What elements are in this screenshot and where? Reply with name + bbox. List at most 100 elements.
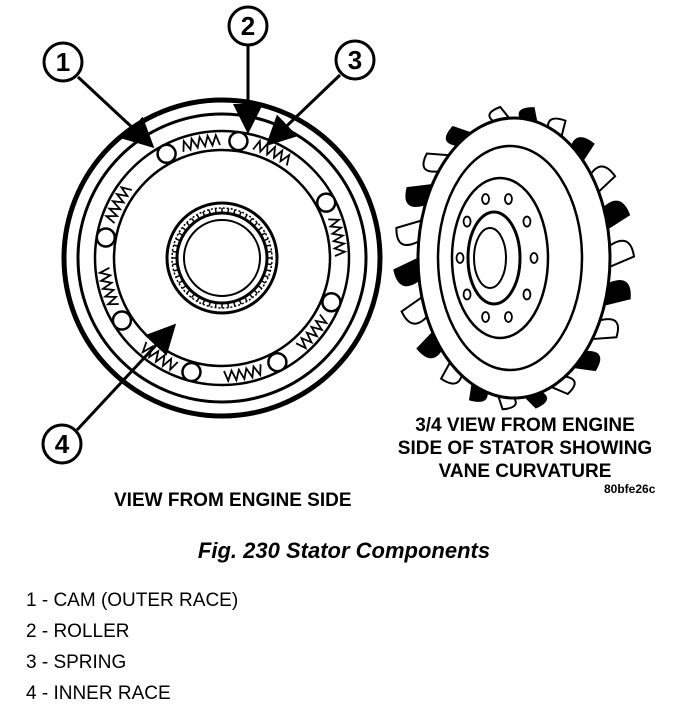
- view-right-caption-line: SIDE OF STATOR SHOWING: [397, 438, 653, 459]
- spline-tooth: [202, 211, 206, 217]
- spline-tooth: [260, 279, 266, 284]
- spline-tooth: [178, 279, 184, 284]
- callout-leader-line: [265, 73, 342, 147]
- callout-3: 3: [265, 39, 376, 147]
- cam-outer-race: [93, 129, 351, 387]
- bolt-hole: [481, 311, 490, 323]
- bolt-hole: [529, 252, 539, 264]
- spline-tooth: [208, 301, 212, 307]
- spline-tooth: [243, 296, 248, 302]
- callout-1: 1: [42, 41, 155, 149]
- view-right-caption: 3/4 VIEW FROM ENGINE SIDE OF STATOR SHOW…: [360, 414, 688, 483]
- legend-item: 1 - CAM (OUTER RACE): [26, 590, 239, 611]
- spring: [182, 132, 221, 152]
- legend: 1 - CAM (OUTER RACE) 2 - ROLLER 3 - SPRI…: [26, 585, 238, 709]
- vane: [393, 256, 424, 287]
- spline-tooth: [196, 214, 201, 220]
- spline-tooth: [238, 299, 242, 305]
- spline-tooth: [186, 222, 191, 227]
- springs: [97, 132, 348, 384]
- spline-tooth: [265, 244, 271, 248]
- legend-item: 3 - SPRING: [26, 652, 127, 673]
- spring: [295, 313, 329, 350]
- spring: [252, 138, 291, 166]
- view-right-caption-line: VANE CURVATURE: [438, 461, 612, 482]
- vane: [604, 239, 636, 270]
- spline-tooth: [248, 217, 254, 223]
- spline-tooth: [265, 268, 271, 272]
- spline-tooth: [175, 274, 181, 278]
- bolt-hole: [522, 288, 532, 301]
- spline-tooth: [214, 302, 217, 308]
- bolt-hole: [522, 215, 532, 228]
- roller: [321, 291, 342, 313]
- spline-tooth: [202, 299, 206, 305]
- spline-tooth: [227, 302, 230, 308]
- hub-bolt-holes: [455, 193, 539, 323]
- spline-tooth: [190, 293, 196, 299]
- spline-tooth: [190, 217, 196, 223]
- spring: [328, 218, 348, 257]
- spline-tooth: [263, 238, 269, 242]
- spline-tooth: [253, 222, 258, 227]
- spline-tooth: [181, 226, 187, 232]
- spline-tooth: [181, 284, 187, 290]
- spring: [103, 185, 133, 224]
- spline-tooth: [263, 274, 269, 278]
- spline-tooth: [238, 211, 242, 217]
- spline-tooth: [257, 284, 263, 290]
- bolt-hole: [455, 252, 465, 264]
- bolt-hole: [504, 311, 513, 323]
- spring: [97, 267, 119, 306]
- roller: [315, 192, 337, 213]
- spline-tooth: [173, 244, 179, 248]
- roller: [181, 361, 202, 383]
- spline-tooth: [186, 289, 191, 294]
- spline-tooth: [196, 296, 201, 302]
- spline-tooth: [214, 208, 217, 214]
- spline-tooth: [172, 263, 178, 266]
- bolt-hole: [504, 193, 513, 205]
- bolt-hole: [462, 215, 472, 228]
- spline-tooth: [266, 263, 272, 266]
- spline-tooth: [243, 214, 248, 220]
- spline-tooth: [257, 226, 263, 232]
- roller: [267, 351, 288, 373]
- roller: [228, 130, 249, 152]
- spline-tooth: [208, 209, 212, 215]
- legend-item: 2 - ROLLER: [26, 621, 130, 642]
- callout-2: 2: [227, 5, 269, 134]
- figure-caption: Fig. 230 Stator Components: [197, 538, 491, 563]
- spline-tooth: [172, 250, 178, 253]
- spline-tooth: [232, 209, 236, 215]
- inner-race: [165, 201, 279, 315]
- legend-item: 4 - INNER RACE: [26, 683, 171, 704]
- callout-4: 4: [41, 323, 177, 465]
- roller: [95, 227, 117, 248]
- callout-number: 4: [55, 429, 70, 459]
- spline-tooth: [232, 301, 236, 307]
- callout-leader-line: [75, 323, 177, 432]
- bolt-hole: [462, 288, 472, 301]
- spring: [223, 364, 262, 384]
- stator-three-quarter-view: [393, 105, 636, 411]
- roller: [111, 310, 133, 331]
- bolt-hole: [481, 193, 490, 205]
- spline-tooth: [260, 232, 266, 237]
- callout-leader-line: [76, 75, 155, 149]
- spline-tooth: [248, 293, 254, 299]
- spline-tooth: [178, 232, 184, 237]
- view-right-caption-line: 3/4 VIEW FROM ENGINE: [415, 415, 635, 436]
- image-code: 80bfe26c: [604, 482, 656, 496]
- spline-tooth: [253, 289, 258, 294]
- callout-number: 2: [241, 11, 255, 41]
- spline-tooth: [266, 250, 272, 253]
- vane: [395, 218, 425, 247]
- stator-hub: [450, 176, 550, 340]
- stator-front-view: [61, 97, 383, 419]
- callout-number: 3: [348, 45, 362, 75]
- view-left-caption: VIEW FROM ENGINE SIDE: [114, 490, 352, 511]
- spline-tooth: [173, 268, 179, 272]
- spline-tooth: [175, 238, 181, 242]
- callout-number: 1: [56, 47, 70, 77]
